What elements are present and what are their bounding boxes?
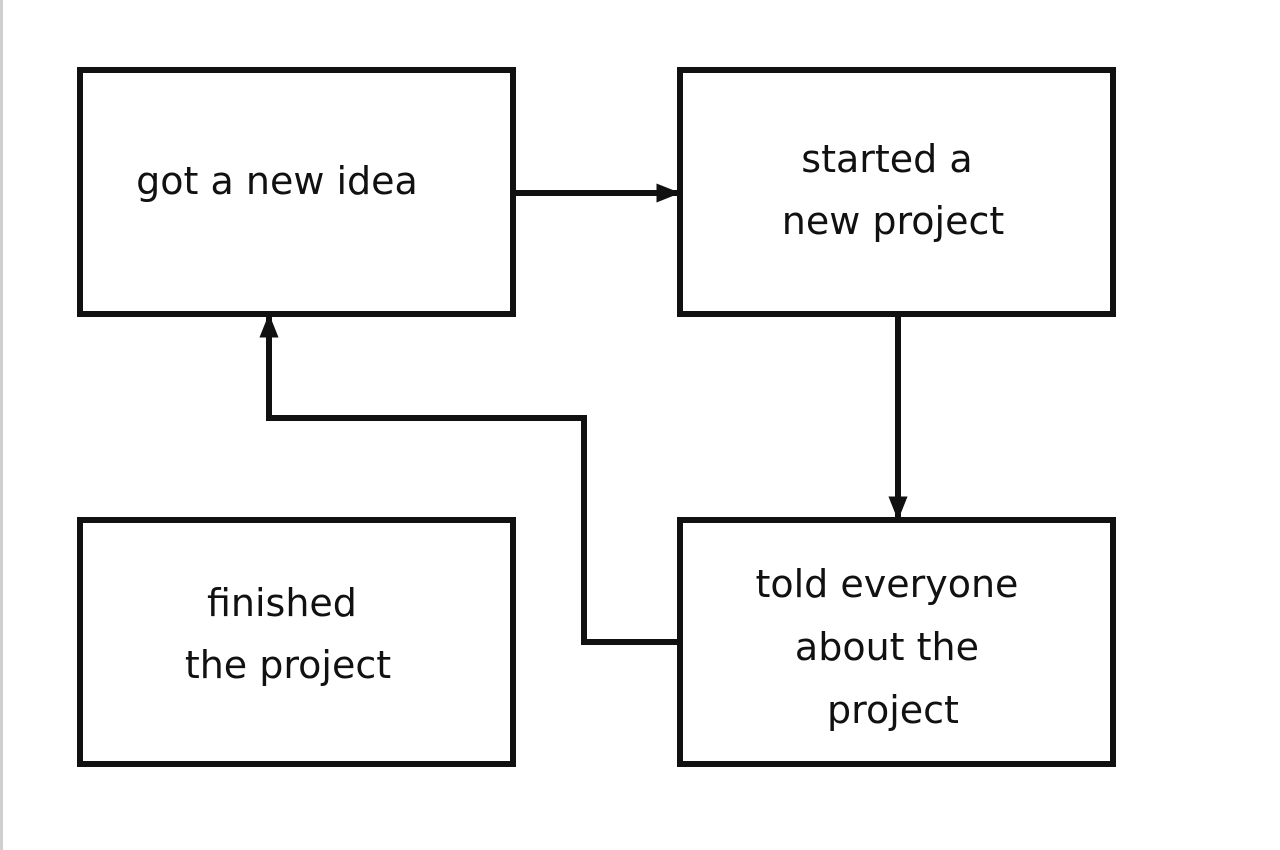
box-started-a-new-project-label: started a new project (782, 137, 1005, 243)
arrow-told-to-idea (259, 313, 680, 645)
box-label-line: told everyone (755, 562, 1018, 606)
box-finished-the-project-frame (77, 517, 516, 767)
box-label-line: finished (207, 581, 357, 625)
box-finished-the-project: finished the project (77, 517, 516, 767)
page-edge (0, 0, 3, 850)
box-started-a-new-project: started a new project (677, 67, 1116, 317)
box-told-everyone-about-the-project: told everyone about the project (677, 517, 1116, 767)
box-finished-the-project-label: finished the project (185, 581, 391, 687)
box-started-a-new-project-frame (677, 67, 1116, 317)
box-label-line: the project (185, 643, 391, 687)
box-label-line: project (827, 688, 959, 732)
box-got-a-new-idea-label: got a new idea (136, 159, 418, 203)
box-label-line: started a (801, 137, 972, 181)
box-label-line: new project (782, 199, 1005, 243)
box-label-line: got a new idea (136, 159, 418, 203)
box-got-a-new-idea: got a new idea (77, 67, 516, 317)
box-told-everyone-about-the-project-label: told everyone about the project (755, 562, 1030, 732)
box-label-line: about the (795, 625, 979, 669)
